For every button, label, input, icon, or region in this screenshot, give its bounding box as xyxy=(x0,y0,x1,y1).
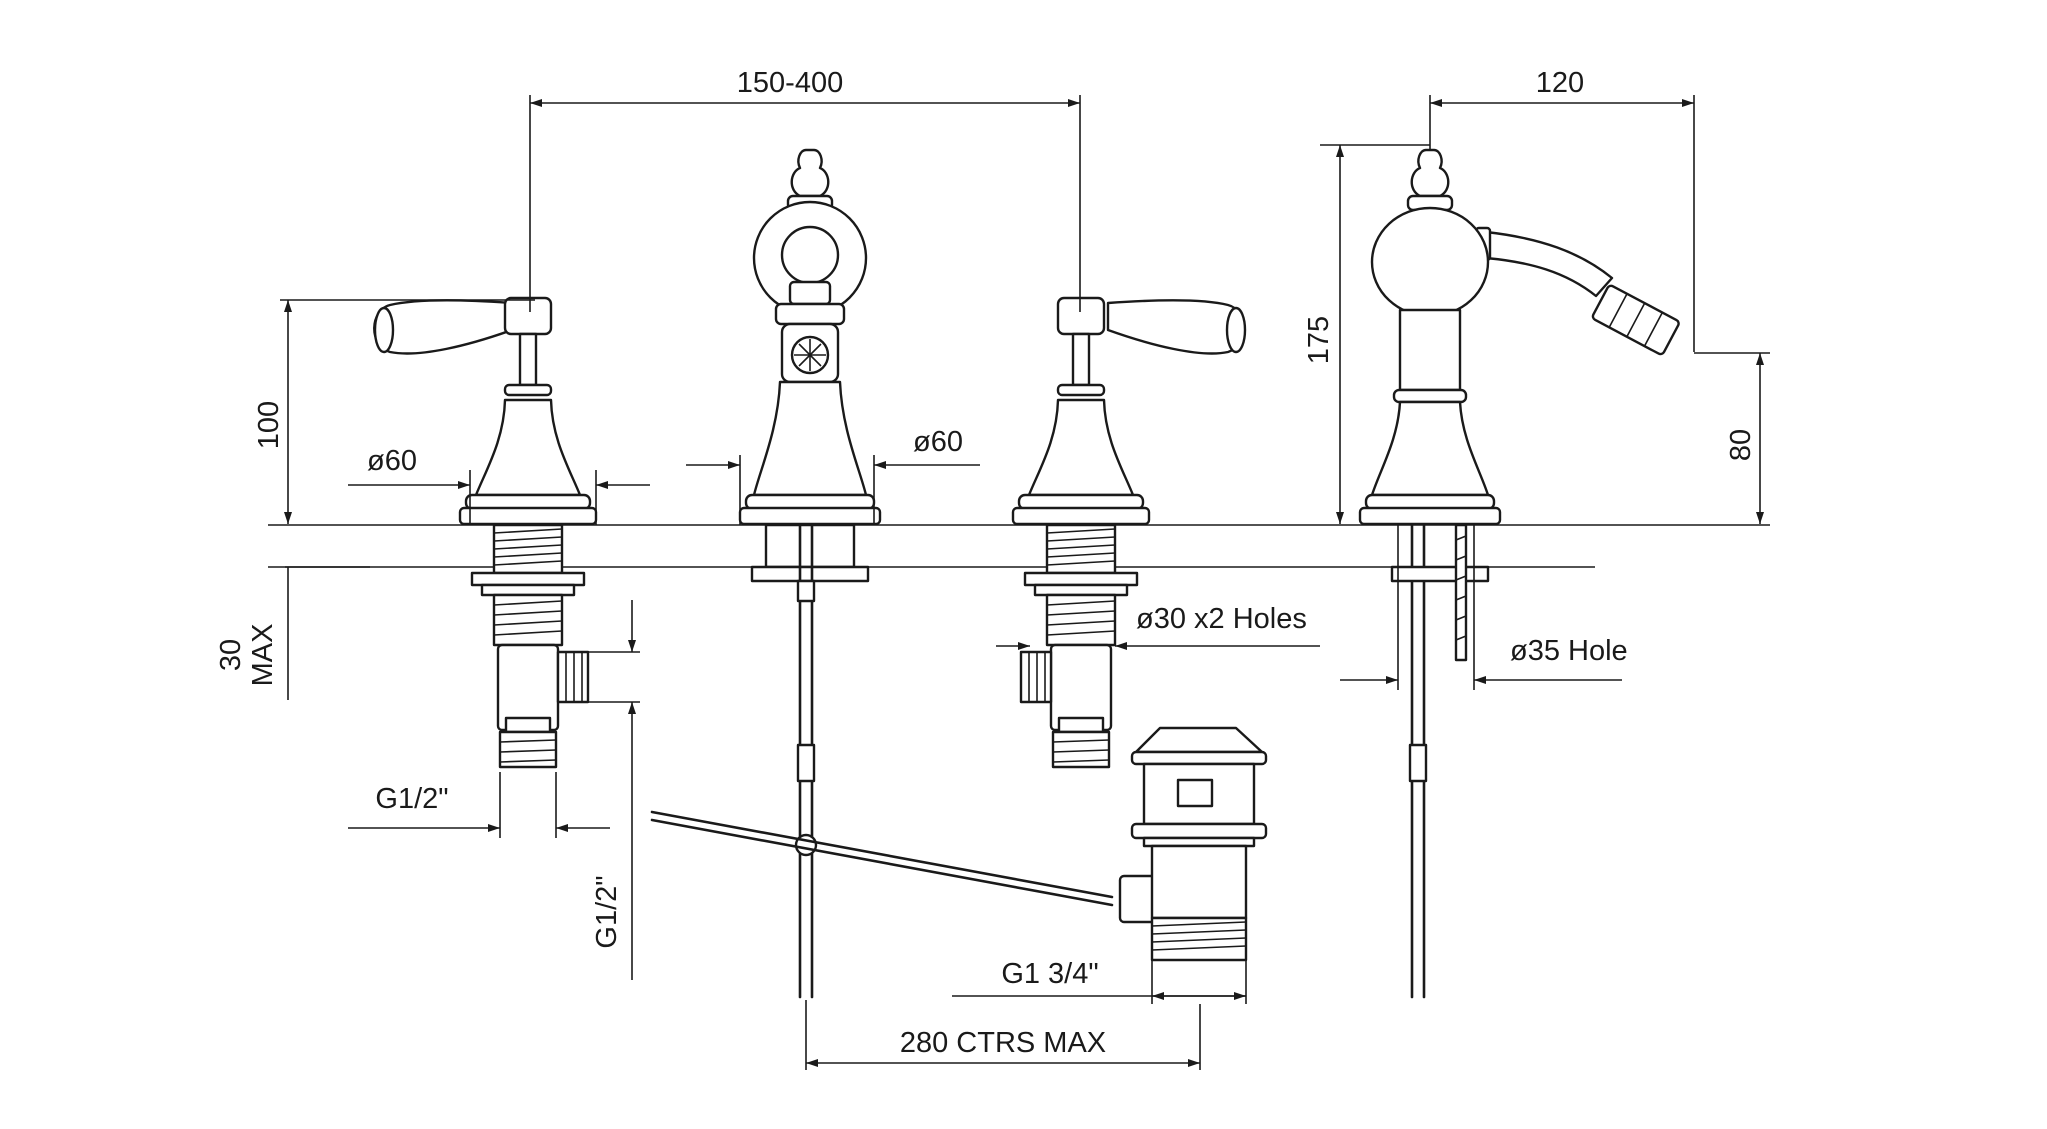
dim-handle-height-label: 100 xyxy=(253,401,285,449)
dim-deck-max-label: 30 xyxy=(215,639,247,671)
dim-hole-35-label: ø35 Hole xyxy=(1510,635,1628,667)
dim-holes-30-label: ø30 x2 Holes xyxy=(1136,603,1307,635)
dim-thread-waste-label: G1 3/4" xyxy=(1001,958,1098,990)
dim-diameter-centre-label: ø60 xyxy=(913,426,963,458)
dim-total-height-label: 175 xyxy=(1303,316,1335,364)
left-handle-valve xyxy=(373,296,598,769)
right-handle-valve xyxy=(1011,296,1247,769)
dimension-lines xyxy=(280,95,1770,1070)
bidet-mixer-side xyxy=(1358,148,1680,999)
dim-spacing-label: 150-400 xyxy=(737,67,843,99)
dim-deck-max-unit-label: MAX xyxy=(247,624,279,687)
dim-spout-projection-label: 120 xyxy=(1536,67,1584,99)
dim-centres-label: 280 CTRS MAX xyxy=(900,1027,1106,1059)
dim-diameter-left-label: ø60 xyxy=(367,445,417,477)
dim-spout-height-label: 80 xyxy=(1725,429,1757,461)
dim-thread-left-v-label: G1/2" xyxy=(591,875,623,948)
popup-waste xyxy=(650,726,1268,962)
dim-thread-left-h-label: G1/2" xyxy=(375,783,448,815)
centre-spout xyxy=(738,148,882,999)
